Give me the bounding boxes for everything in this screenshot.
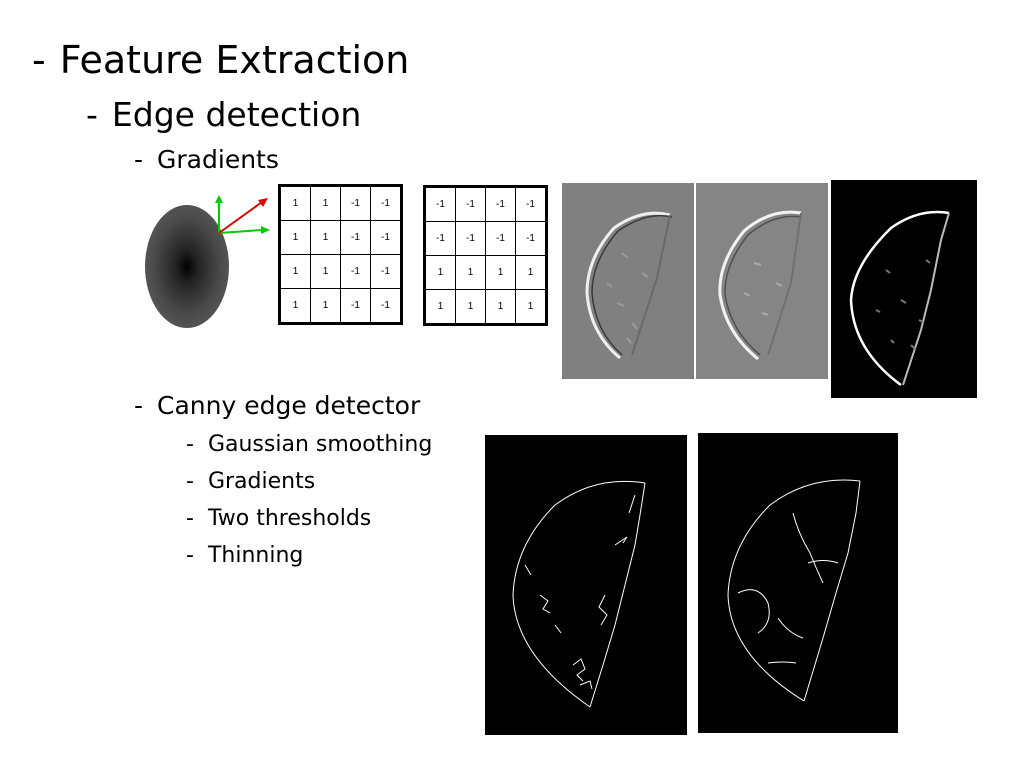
kernel-cell: 1 — [279, 254, 311, 289]
gradient-x-image — [562, 183, 694, 379]
bullet-feature-extraction: -Feature Extraction — [32, 38, 409, 82]
bullet-dash: - — [32, 38, 46, 82]
kernel-cell: 1 — [310, 220, 341, 255]
gradient-magnitude-image — [831, 180, 977, 398]
kernel-cell: -1 — [515, 186, 547, 222]
bullet-dash: - — [134, 391, 144, 420]
kernel-cell: 1 — [455, 255, 486, 290]
kernel-row: -1-1-1-1 — [424, 221, 547, 256]
bullet-dash: - — [186, 543, 194, 568]
bullet-text: Canny edge detector — [157, 391, 421, 420]
kernel-cell: 1 — [310, 185, 341, 221]
bullet-dash: - — [186, 469, 194, 494]
bullet-canny: -Canny edge detector — [134, 391, 420, 420]
bullet-text: Gradients — [207, 469, 316, 494]
kernel-cell: 1 — [310, 288, 341, 324]
bullet-thinning: -Thinning — [186, 543, 303, 568]
bullet-text: Feature Extraction — [59, 38, 410, 82]
kernel-cell: 1 — [424, 255, 456, 290]
bullet-dash: - — [186, 506, 194, 531]
kernel-cell: 1 — [515, 289, 547, 325]
kernel-cell: -1 — [515, 221, 547, 256]
kernel-cell: -1 — [424, 221, 456, 256]
bullet-two-thresholds: -Two thresholds — [186, 506, 371, 531]
kernel-cell: -1 — [485, 186, 516, 222]
bullet-text: Two thresholds — [207, 506, 372, 531]
gradient-arrows-icon — [215, 195, 270, 234]
kernel-cell: -1 — [455, 186, 486, 222]
kernel-cell: -1 — [340, 220, 371, 255]
kernel-cell: -1 — [485, 221, 516, 256]
kernel-cell: 1 — [310, 254, 341, 289]
kernel-cell: 1 — [279, 288, 311, 324]
kernel-cell: -1 — [370, 254, 402, 289]
kernel-cell: 1 — [455, 289, 486, 325]
bullet-dash: - — [134, 145, 144, 174]
kernel-cell: 1 — [424, 289, 456, 325]
bullet-gaussian-smoothing: -Gaussian smoothing — [186, 432, 432, 457]
kernel-cell: 1 — [485, 289, 516, 325]
gradient-ellipse-image — [145, 205, 229, 328]
gradient-y-image — [696, 183, 828, 379]
bullet-canny-gradients: -Gradients — [186, 469, 315, 494]
canny-result-image-1 — [485, 435, 687, 735]
bullet-edge-detection: -Edge detection — [86, 95, 361, 134]
kernel-cell: -1 — [424, 186, 456, 222]
kernel-cell: -1 — [455, 221, 486, 256]
kernel-cell: -1 — [370, 185, 402, 221]
bullet-dash: - — [86, 95, 98, 134]
kernel-cell: 1 — [485, 255, 516, 290]
bullet-gradients: -Gradients — [134, 145, 279, 174]
kernel-cell: -1 — [340, 254, 371, 289]
kernel-cell: 1 — [515, 255, 547, 290]
canny-result-image-2 — [698, 433, 898, 733]
kernel-cell: -1 — [370, 288, 402, 324]
kernel-cell: 1 — [279, 185, 311, 221]
kernel-cell: -1 — [340, 185, 371, 221]
kernel-cell: -1 — [370, 220, 402, 255]
bullet-text: Edge detection — [111, 95, 362, 134]
bullet-dash: - — [186, 432, 194, 457]
kernel-cell: -1 — [340, 288, 371, 324]
bullet-text: Gaussian smoothing — [207, 432, 433, 457]
kernel-cell: 1 — [279, 220, 311, 255]
bullet-text: Thinning — [207, 543, 304, 568]
kernel-row: -1-1-1-1 — [424, 186, 547, 222]
bullet-text: Gradients — [157, 145, 279, 174]
